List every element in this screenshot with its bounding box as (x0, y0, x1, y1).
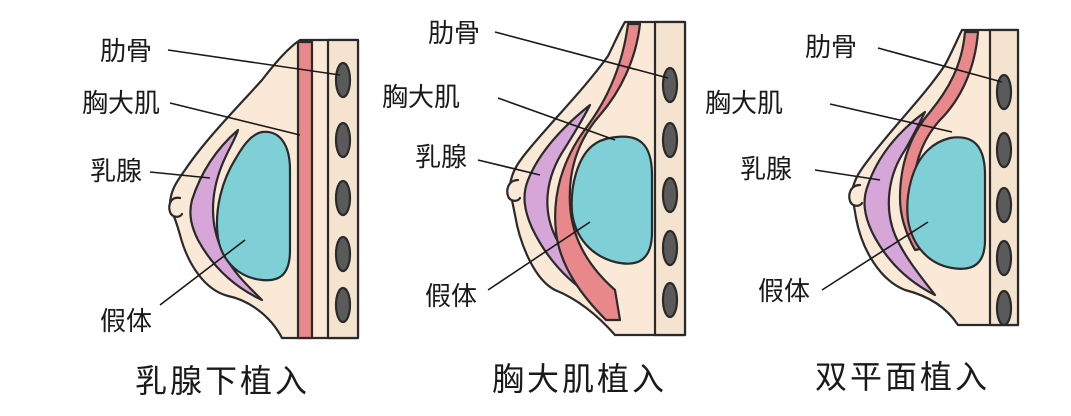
caption-submuscular: 胸大肌植入 (492, 360, 667, 398)
leader-gland (477, 159, 541, 176)
label-gland: 乳腺 (415, 143, 467, 173)
panel-submuscular: 肋骨 胸大肌 乳腺 假体 胸大肌植入 (382, 19, 687, 398)
caption-subglandular: 乳腺下植入 (135, 362, 310, 400)
rib (661, 66, 679, 104)
implant (906, 136, 987, 270)
rib (334, 179, 352, 217)
label-rib: 肋骨 (805, 33, 857, 63)
rib (334, 286, 352, 324)
pectoral-muscle (554, 22, 642, 322)
rib (995, 73, 1013, 111)
leader-implant (487, 221, 591, 291)
label-pectoral: 胸大肌 (705, 89, 783, 119)
leader-pectoral (497, 97, 616, 141)
label-rib: 肋骨 (428, 19, 480, 49)
nipple (848, 183, 864, 207)
caption-dual-plane: 双平面植入 (815, 358, 990, 396)
label-rib: 肋骨 (100, 37, 152, 67)
rib (661, 121, 679, 159)
leader-gland (149, 171, 211, 179)
implant (215, 130, 292, 282)
rib (334, 121, 352, 159)
label-pectoral: 胸大肌 (382, 83, 460, 113)
label-implant: 假体 (758, 277, 810, 307)
mammary-gland (189, 128, 264, 302)
mammary-gland (863, 110, 937, 297)
rib (661, 281, 679, 319)
rib (995, 289, 1013, 327)
leader-rib (877, 47, 1003, 83)
pectoral-muscle (296, 40, 314, 340)
rib (995, 131, 1013, 169)
ribs (334, 61, 352, 324)
rib (995, 239, 1013, 277)
rib (995, 186, 1013, 224)
panel-subglandular: 肋骨 胸大肌 乳腺 假体 乳腺下植入 (82, 37, 360, 400)
ribs (995, 73, 1013, 327)
leader-implant (821, 221, 929, 291)
label-implant: 假体 (425, 282, 477, 312)
nipple (506, 178, 522, 202)
leader-pectoral (169, 102, 301, 136)
label-implant: 假体 (100, 307, 152, 337)
implant (570, 135, 654, 265)
rib (334, 235, 352, 273)
leader-rib (167, 49, 341, 76)
leader-gland (814, 169, 881, 181)
ribs (661, 66, 679, 319)
label-pectoral: 胸大肌 (82, 89, 160, 119)
panel-dual-plane: 肋骨 胸大肌 乳腺 假体 双平面植入 (705, 28, 1020, 396)
label-gland: 乳腺 (740, 155, 792, 185)
label-gland: 乳腺 (90, 157, 142, 187)
rib (661, 229, 679, 267)
leader-implant (159, 239, 246, 306)
rib (661, 176, 679, 214)
rib (334, 61, 352, 99)
nipple (168, 196, 184, 218)
leader-rib (494, 31, 669, 79)
leader-pectoral (829, 103, 953, 133)
